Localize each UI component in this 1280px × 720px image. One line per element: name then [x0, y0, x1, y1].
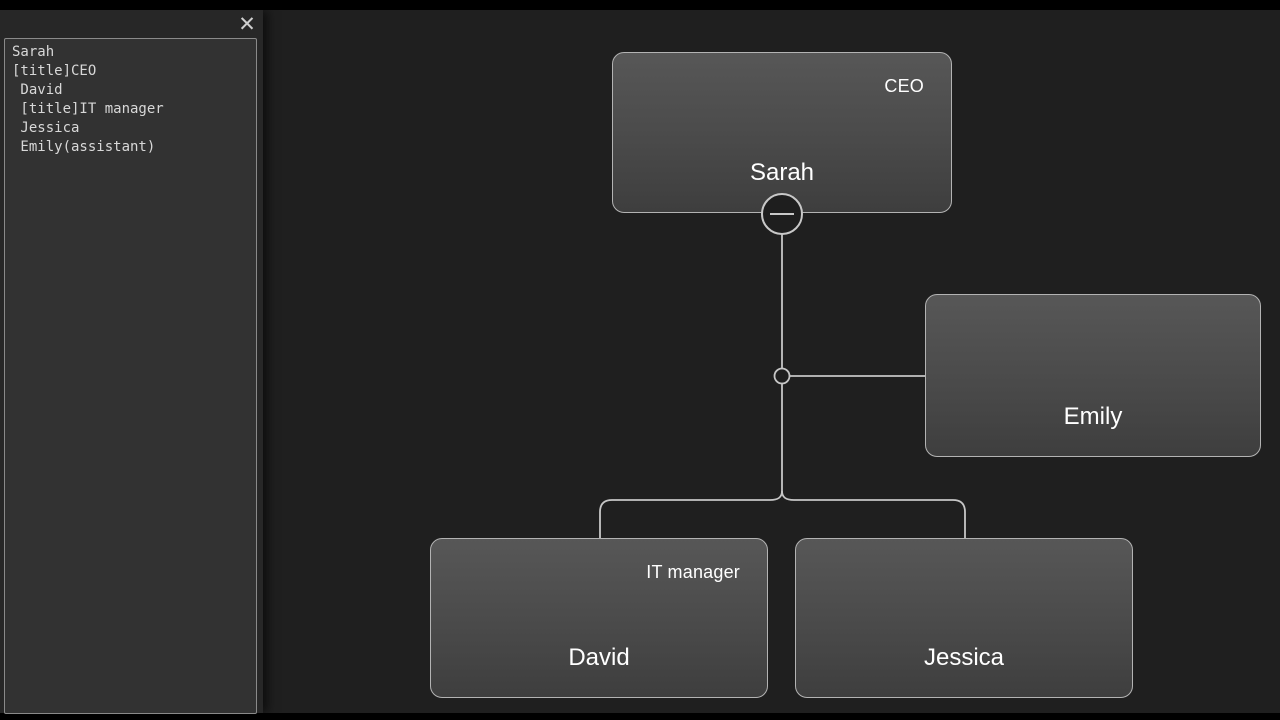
org-text-editor[interactable]: Sarah [title]CEO David [title]IT manager… [4, 38, 257, 714]
connector-branch-left [599, 490, 783, 538]
node-title: IT manager [646, 562, 740, 582]
org-node-david[interactable]: IT manager David [430, 538, 768, 698]
org-node-sarah[interactable]: CEO Sarah [612, 52, 952, 213]
org-node-jessica[interactable]: Jessica [795, 538, 1133, 698]
collapse-toggle[interactable] [761, 193, 803, 235]
node-name: David [568, 644, 630, 671]
letterbox-top [0, 0, 1280, 10]
org-chart-canvas: CEO Sarah Emily IT manager David Jessica… [0, 10, 1280, 714]
connector-branch-right [781, 490, 966, 538]
node-name: Jessica [923, 644, 1005, 671]
editor-panel: ✕ Sarah [title]CEO David [title]IT manag… [0, 10, 263, 714]
connector-junction-dot [773, 367, 791, 385]
letterbox-bottom [0, 713, 1280, 720]
close-icon[interactable]: ✕ [238, 13, 256, 36]
org-node-emily[interactable]: Emily [925, 294, 1261, 457]
node-name: Emily [1063, 403, 1123, 430]
node-title: CEO [884, 76, 924, 96]
node-name: Sarah [749, 159, 815, 186]
